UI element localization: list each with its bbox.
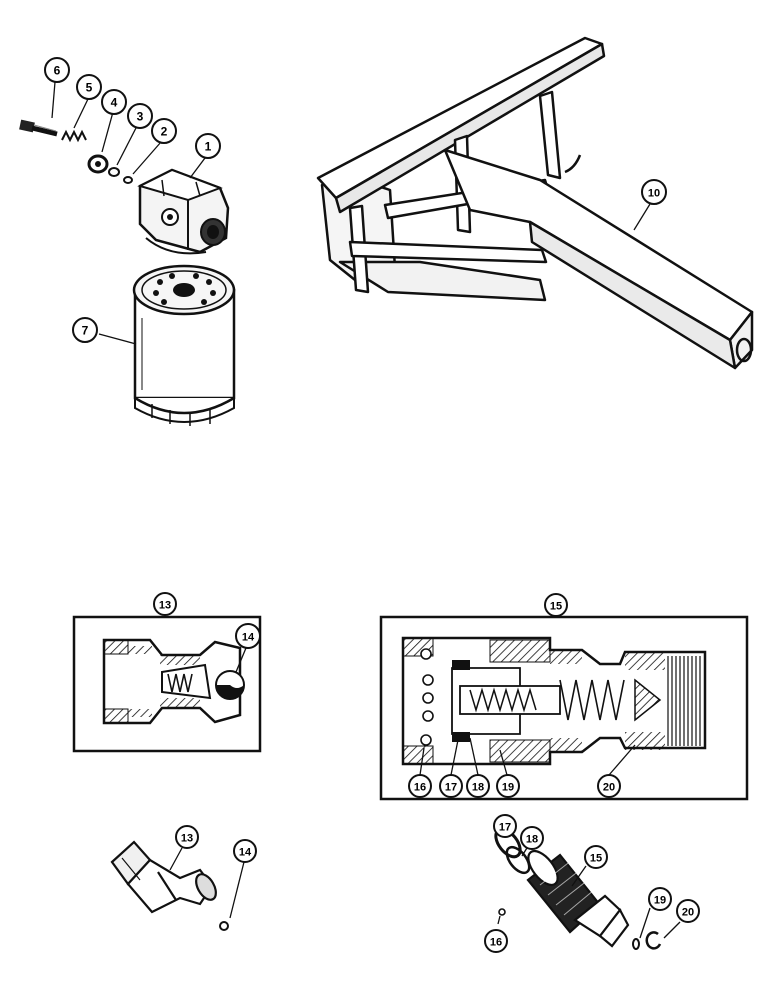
callout-16-part: 16 (484, 929, 508, 953)
svg-text:13: 13 (181, 833, 193, 845)
filter-head-assembly (19, 81, 236, 426)
callout-10: 10 (641, 179, 667, 205)
svg-text:14: 14 (239, 847, 252, 859)
svg-text:20: 20 (603, 782, 615, 794)
svg-text:6: 6 (54, 64, 61, 78)
coupler-15-section (379, 615, 749, 801)
svg-text:3: 3 (137, 110, 144, 124)
svg-text:14: 14 (242, 632, 255, 644)
callout-18-box: 18 (466, 774, 490, 798)
callout-13-part: 13 (175, 825, 199, 849)
bolt-part (19, 119, 58, 137)
callout-2: 2 (151, 118, 177, 144)
callout-5: 5 (76, 74, 102, 100)
callout-14-part: 14 (233, 839, 257, 863)
callout-13-box: 13 (153, 592, 177, 616)
svg-text:1: 1 (205, 140, 212, 154)
callout-18-part: 18 (520, 826, 544, 850)
callout-17-box: 17 (439, 774, 463, 798)
svg-text:19: 19 (502, 782, 514, 794)
svg-text:13: 13 (159, 600, 171, 612)
callout-20-part: 20 (676, 899, 700, 923)
svg-text:20: 20 (682, 907, 694, 919)
callout-16-box: 16 (408, 774, 432, 798)
svg-text:17: 17 (445, 782, 457, 794)
coupler-13-section (72, 615, 262, 753)
callout-19-box: 19 (496, 774, 520, 798)
svg-text:5: 5 (86, 81, 93, 95)
callout-17-part: 17 (493, 814, 517, 838)
small-washer-part (108, 167, 120, 177)
filter-head-part (137, 168, 230, 255)
coupler-13-part (110, 840, 217, 914)
coupler-15-part (526, 849, 630, 948)
svg-text:17: 17 (499, 822, 511, 834)
spring-part (61, 129, 87, 143)
svg-text:19: 19 (654, 895, 666, 907)
svg-text:16: 16 (490, 937, 502, 949)
svg-text:18: 18 (526, 834, 538, 846)
svg-text:7: 7 (82, 324, 89, 338)
callout-15-part: 15 (584, 845, 608, 869)
snap-ring-20-part (645, 931, 662, 950)
callout-3: 3 (127, 103, 153, 129)
seal-part (123, 176, 133, 184)
oil-filter-part (132, 264, 236, 426)
drawbar-frame-part (316, 36, 754, 370)
svg-text:2: 2 (161, 125, 168, 139)
svg-text:10: 10 (648, 188, 660, 200)
callout-1: 1 (195, 133, 221, 159)
callout-19-part: 19 (648, 887, 672, 911)
callout-6: 6 (44, 57, 70, 83)
ring-19-part (632, 938, 640, 950)
ball-16-part (498, 908, 506, 916)
callout-15-box: 15 (544, 593, 568, 617)
callout-14-box: 14 (235, 623, 261, 649)
callout-4: 4 (101, 89, 127, 115)
svg-text:16: 16 (414, 782, 426, 794)
svg-text:18: 18 (472, 782, 484, 794)
svg-text:15: 15 (590, 853, 602, 865)
svg-text:15: 15 (550, 601, 562, 613)
callout-20-box: 20 (597, 774, 621, 798)
ring-18-part (505, 845, 531, 875)
ball-14-part (219, 921, 229, 931)
callout-7: 7 (72, 317, 98, 343)
svg-text:4: 4 (111, 96, 118, 110)
